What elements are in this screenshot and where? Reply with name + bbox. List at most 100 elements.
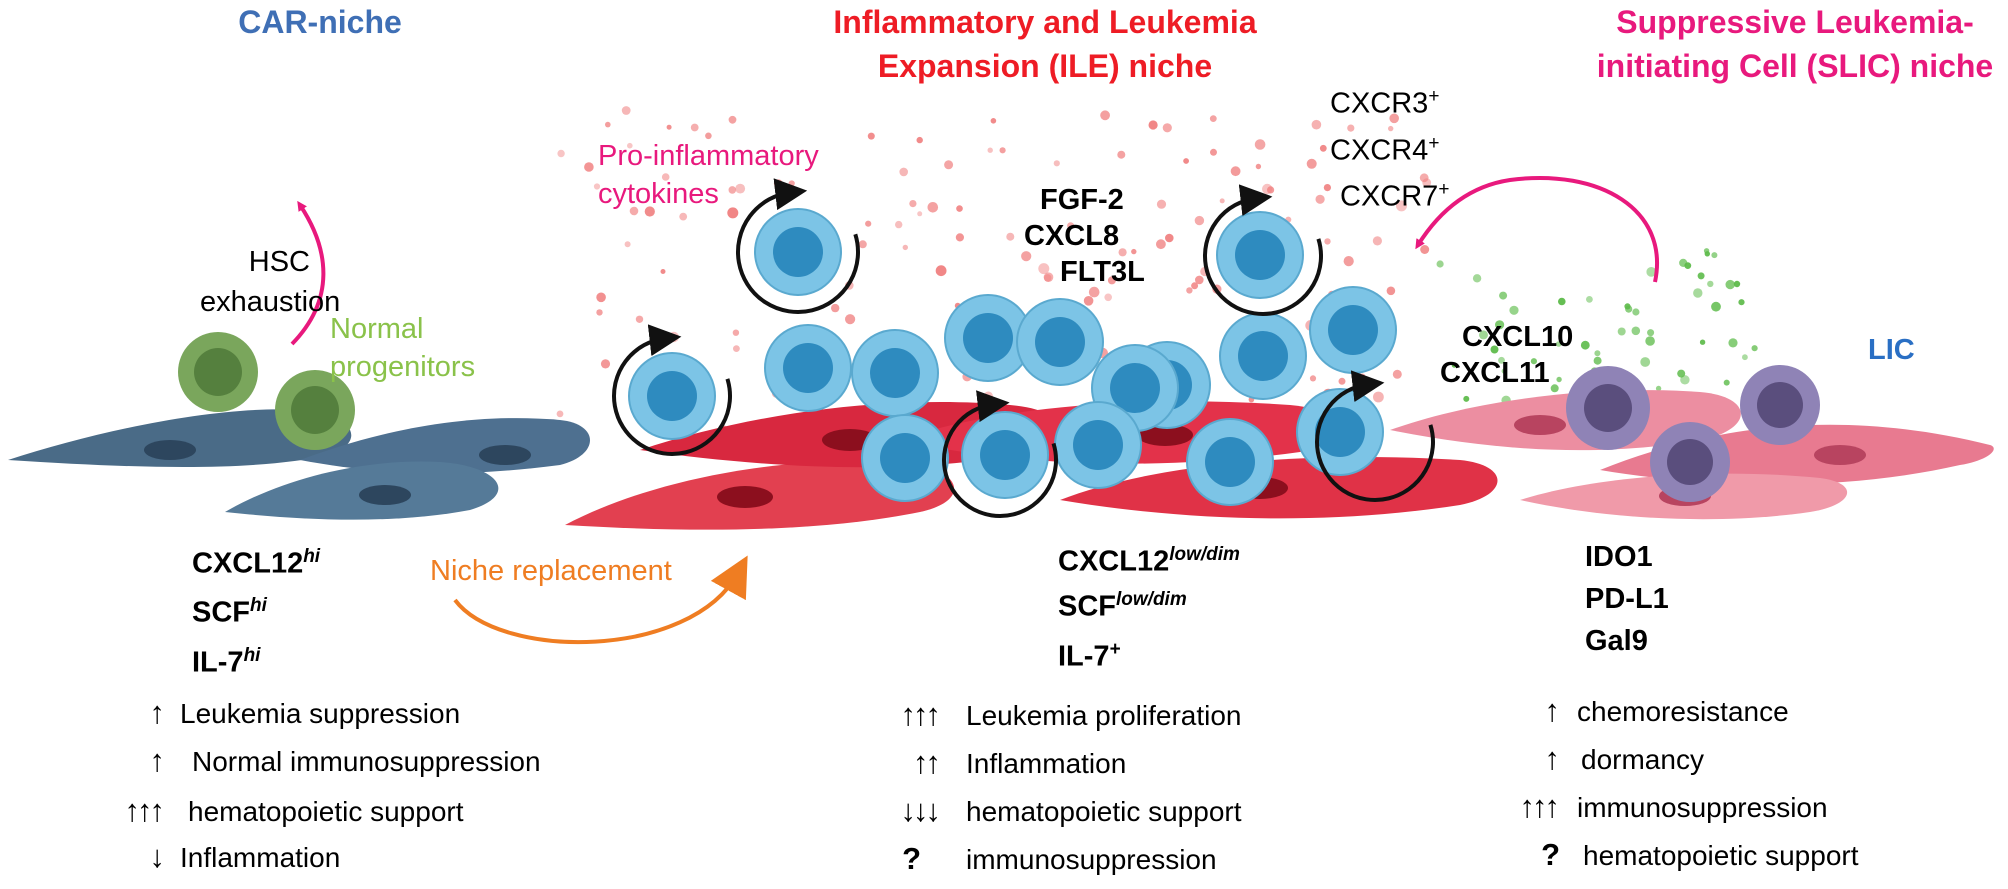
leukemia-cell bbox=[1016, 298, 1104, 386]
chemokine-dot bbox=[1677, 369, 1686, 378]
slic-recruitment-arrow bbox=[1415, 175, 1659, 283]
self-renewal-arrow bbox=[1203, 184, 1323, 316]
cytokine-dot bbox=[955, 233, 965, 242]
normal-progenitors-label: Normal progenitors bbox=[330, 313, 476, 383]
slic-marker-gal9: Gal9 bbox=[1585, 625, 1648, 657]
lic-cell bbox=[1650, 422, 1730, 502]
leukemia-cells bbox=[628, 208, 1397, 506]
leukemia-cell bbox=[1054, 401, 1142, 489]
cytokine-dot bbox=[1067, 222, 1075, 230]
ile-effect: ↑↑Inflammation bbox=[860, 745, 1242, 793]
chemokine-dot bbox=[1751, 345, 1758, 352]
car-stromal-cell bbox=[8, 409, 352, 467]
cytokine-dot bbox=[728, 115, 737, 124]
cytokine-dot bbox=[605, 121, 611, 128]
chemokine-dot bbox=[1625, 305, 1633, 313]
cytokine-dot bbox=[1043, 272, 1054, 283]
cytokine-dot bbox=[728, 186, 737, 194]
cytokine-dot bbox=[1165, 233, 1174, 243]
chemokine-dot bbox=[1586, 296, 1593, 303]
receptor-cxcr3: CXCR3+ bbox=[1330, 86, 1440, 120]
chemokine-dot bbox=[1498, 356, 1505, 364]
car-stromal-cells bbox=[8, 409, 590, 520]
cytokine-dot bbox=[1230, 166, 1241, 177]
cytokine-dot bbox=[1156, 199, 1167, 209]
cytokine-dot bbox=[990, 118, 997, 124]
cytokine-dot bbox=[584, 162, 594, 172]
receptor-cxcr4: CXCR4+ bbox=[1330, 132, 1440, 167]
cytokine-dot bbox=[629, 206, 639, 216]
effect-arrows: ↑ bbox=[149, 695, 166, 730]
chemokine-dot bbox=[1555, 341, 1562, 347]
lic-label: LIC bbox=[1868, 334, 1915, 366]
car-effect: ↑↑↑hematopoietic support bbox=[80, 793, 541, 839]
chemokine-dot bbox=[1594, 350, 1601, 357]
effect-arrows: ↓ bbox=[149, 839, 166, 874]
cytokine-dot bbox=[1347, 124, 1355, 132]
car-effect: ↓Inflammation bbox=[80, 839, 541, 885]
leukemia-cell bbox=[961, 411, 1049, 499]
slic-marker-ido1: IDO1 bbox=[1585, 541, 1653, 573]
chemokine-dot bbox=[1711, 252, 1718, 259]
chemokine-dot bbox=[1490, 345, 1499, 354]
chemokine-dot bbox=[1436, 260, 1444, 268]
factor-flt3l: FLT3L bbox=[1060, 256, 1145, 288]
ile-factors: FGF-2 CXCL8 FLT3L bbox=[1010, 183, 1210, 289]
slic-stromal-cell bbox=[1390, 390, 1741, 451]
chemokine-dot bbox=[1631, 326, 1641, 336]
cytokine-dot bbox=[668, 331, 679, 343]
leukemia-cell bbox=[1219, 312, 1307, 400]
slic-markers: IDO1 PD-L1 Gal9 bbox=[1585, 540, 1669, 658]
cytokine-dot bbox=[1419, 173, 1429, 183]
cytokine-dot bbox=[1194, 215, 1205, 226]
effect-arrows: ↑↑↑ bbox=[900, 697, 942, 732]
self-renewal-arrow bbox=[1315, 370, 1435, 502]
effect-arrows: ↑↑ bbox=[913, 745, 941, 780]
chemokine-dot bbox=[1646, 267, 1657, 277]
cytokine-dot bbox=[1006, 232, 1015, 241]
cytokine-dot bbox=[1131, 248, 1137, 255]
cytokine-dot bbox=[624, 241, 631, 248]
cytokine-dot bbox=[909, 200, 917, 208]
cytokine-dot bbox=[1315, 194, 1325, 204]
lic-cell bbox=[1740, 365, 1820, 445]
chemokine-dot bbox=[1501, 368, 1508, 374]
cytokine-dot bbox=[1186, 287, 1193, 294]
effect-arrows: ↑↑↑ bbox=[1519, 789, 1561, 824]
effect-arrows: ? bbox=[1541, 837, 1560, 872]
receptor-cxcr7: CXCR7+ bbox=[1340, 179, 1450, 213]
lic-cell bbox=[1566, 366, 1650, 450]
chemokine-dot bbox=[1509, 305, 1519, 315]
cytokine-dot bbox=[596, 309, 603, 316]
cytokine-dot bbox=[635, 315, 644, 323]
cytokine-dot bbox=[983, 391, 993, 401]
cytokine-dot bbox=[621, 106, 631, 115]
car-marker-cxcl12: CXCL12hi bbox=[192, 546, 321, 580]
cytokine-dot bbox=[733, 345, 740, 352]
chemokine-dot bbox=[1655, 385, 1662, 392]
cytokine-dot bbox=[660, 269, 666, 274]
cytokine-dot bbox=[1324, 238, 1331, 245]
cytokine-dot bbox=[1183, 158, 1189, 164]
cytokine-dot bbox=[593, 183, 601, 190]
self-renewal-arrow bbox=[612, 324, 732, 456]
car-niche-title: CAR-niche bbox=[238, 4, 402, 40]
cytokine-dot bbox=[1311, 119, 1322, 130]
ile-markers: CXCL12low/dim SCFlow/dim IL-7+ bbox=[1058, 538, 1240, 674]
chemokine-cxcl10: CXCL10 bbox=[1462, 321, 1574, 353]
slic-marker-pdl1: PD-L1 bbox=[1585, 583, 1669, 615]
leukemia-cell bbox=[754, 208, 842, 296]
normal-progenitor-cells bbox=[178, 332, 355, 450]
cytokine-dot bbox=[987, 147, 993, 153]
car-effect: ↑Leukemia suppression bbox=[80, 695, 541, 743]
ile-effect: ↓↓↓hematopoietic support bbox=[860, 793, 1242, 841]
leukemia-cell bbox=[628, 352, 716, 440]
cytokine-dot bbox=[1309, 375, 1317, 382]
niche-replacement-label: Niche replacement bbox=[430, 555, 672, 587]
ile-effect: ?immunosuppression bbox=[860, 841, 1242, 889]
chemokine-dot bbox=[1640, 357, 1651, 367]
progenitor-cell bbox=[178, 332, 258, 412]
cytokine-dot bbox=[1191, 282, 1199, 290]
leukemia-cell bbox=[944, 294, 1032, 382]
chemokine-dot bbox=[1645, 336, 1655, 346]
